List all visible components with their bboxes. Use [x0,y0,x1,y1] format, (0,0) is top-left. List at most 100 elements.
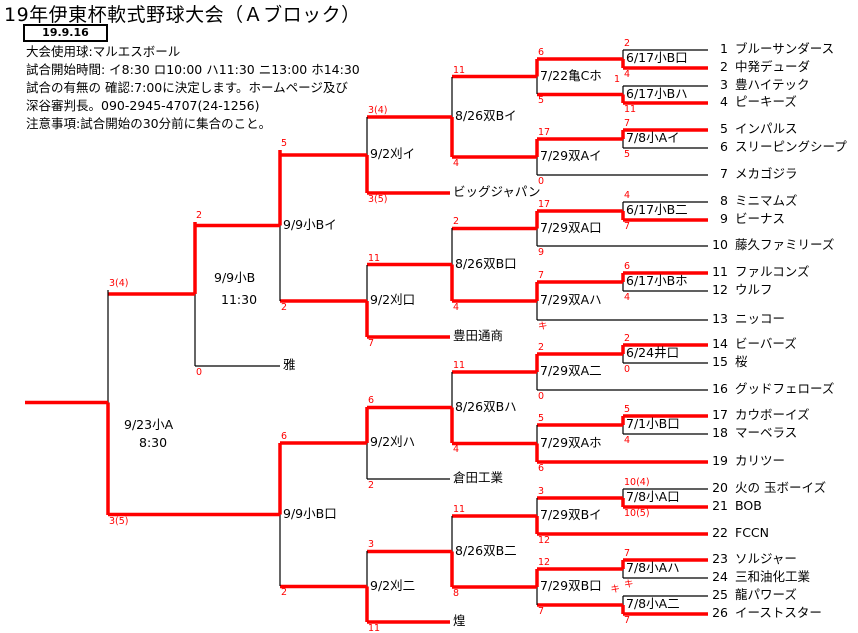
team-name[interactable]: イーストスター [735,605,822,620]
team-name[interactable]: スリーピングシープ [735,139,847,154]
match-label: 8/26双B二 [455,542,517,558]
date-box: 19.9.16 [23,24,108,42]
team-name[interactable]: ウルフ [735,282,773,297]
match-label: 6/24井口 [626,345,680,360]
team-name[interactable]: 豊ハイテック [735,77,810,92]
team-number: 9 [720,211,728,226]
team-name[interactable]: ブルーサンダース [735,41,835,56]
score-top: 11 [453,360,466,371]
team-name[interactable]: ソルジャー [735,551,797,566]
score-bottom: 7 [538,606,545,617]
team-name[interactable]: インパルス [735,121,798,136]
team-number: 6 [720,139,728,154]
score-top: 11 [368,253,381,264]
score-bottom: 10(5) [624,508,650,519]
match-label: 9/2刈口 [370,292,416,307]
score-bottom: 11 [368,623,381,633]
match-label: 9/2刈二 [370,577,416,593]
team-number: 17 [712,407,728,422]
seeded-team-name[interactable]: 煌 [453,613,466,628]
match-label: 7/29双Aイ [540,148,602,163]
score-bottom: 0 [538,391,545,402]
info-contact: 深谷審判長。090-2945-4707(24-1256) [26,98,260,113]
team-name[interactable]: グッドフェローズ [735,381,835,396]
team-name[interactable]: カリツー [735,453,786,468]
seeded-team-name[interactable]: 雅 [283,357,296,372]
match-label: 7/29双A二 [540,363,602,378]
team-name[interactable]: ピーキーズ [735,94,797,109]
score-top: 2 [196,210,203,221]
team-number: 14 [712,336,728,351]
page-title: 19年伊東杯軟式野球大会（Ａブロック） [4,4,361,26]
match-label: 9/9小B [214,270,256,285]
score-bottom: 8 [453,588,460,599]
team-name[interactable]: ニッコー [735,311,786,326]
team-name[interactable]: FCCN [735,525,769,540]
score-top: 7 [538,270,545,281]
info-start-times: 試合開始時間: イ8:30 ロ10:00 ハ11:30 ニ13:00 ホ14:3… [26,62,360,77]
team-number: 4 [720,94,728,109]
score-bottom: 7 [624,221,631,232]
team-name[interactable]: カウボーイズ [735,407,810,422]
score-top: 6 [368,395,375,406]
match-label: 7/8小Aイ [626,130,680,145]
match-label: 7/29双Bイ [540,507,602,522]
match-label: 9/23小A [124,417,174,432]
team-name[interactable]: ビーナス [735,211,786,226]
score-bottom: 11 [624,104,637,115]
score-bottom: 4 [624,292,631,303]
match-label: 8/26双Bイ [455,108,517,123]
team-name[interactable]: ビーバーズ [735,336,797,351]
info-confirmation: 試合の有無の 確認:7:00に決定します。ホームページ及び [26,80,348,95]
team-number: 11 [712,264,728,279]
seeded-team-name[interactable]: 倉田工業 [453,470,504,485]
score-top: 5 [538,413,545,424]
score-top: 17 [538,199,551,210]
team-number: 3 [720,77,728,92]
match-label: 7/8小Aハ [626,560,680,575]
team-number: 10 [712,237,728,252]
team-name[interactable]: BOB [735,498,762,513]
team-number: 23 [712,551,728,566]
score-bottom: 3(5) [368,194,388,205]
team-name[interactable]: マーベラス [735,425,798,440]
score-bottom: 12 [538,535,551,546]
info-ball: 大会使用球:マルエスボール [26,44,181,59]
team-number: 18 [712,425,728,440]
team-number: 12 [712,282,728,297]
match-label: 8/26双B口 [455,255,517,271]
team-number: 26 [712,605,728,620]
team-number: 21 [712,498,728,513]
team-name[interactable]: 中発デューダ [735,59,811,74]
score-top: 17 [538,127,551,138]
team-number: 20 [712,480,728,495]
match-label: 7/29双B口 [540,578,602,593]
score-bottom: 0 [624,364,631,375]
team-name[interactable]: ミニマムズ [735,193,798,208]
match-label: 7/1小B口 [626,416,680,431]
score-bottom: 9 [538,247,545,258]
team-name[interactable]: 藤久ファミリーズ [735,237,835,252]
team-name[interactable]: 火の 玉ボーイズ [735,480,827,495]
seeded-team-name[interactable]: ビッグジャパン [453,184,541,199]
match-label: 9/2刈ハ [370,434,416,449]
team-name[interactable]: 桜 [735,354,748,369]
team-name[interactable]: メカゴジラ [735,166,798,181]
team-number: 22 [712,525,728,540]
team-name[interactable]: 龍パワーズ [735,587,797,602]
score-top: 2 [453,216,460,227]
match-label: 7/22亀Cホ [540,67,602,83]
score-top: 10(4) [624,477,650,488]
team-name[interactable]: ファルコンズ [735,264,810,279]
team-name[interactable]: 三和油化工業 [735,569,811,584]
score-top: 3(4) [109,278,129,289]
team-number: 8 [720,193,728,208]
score-bottom: 2 [281,302,288,313]
match-label: 7/29双Aハ [540,292,602,307]
seeded-team-name[interactable]: 豊田通商 [453,328,504,343]
score-bottom: 2 [368,480,375,491]
team-number: 2 [720,59,728,74]
match-label: 9/2刈イ [370,146,416,161]
